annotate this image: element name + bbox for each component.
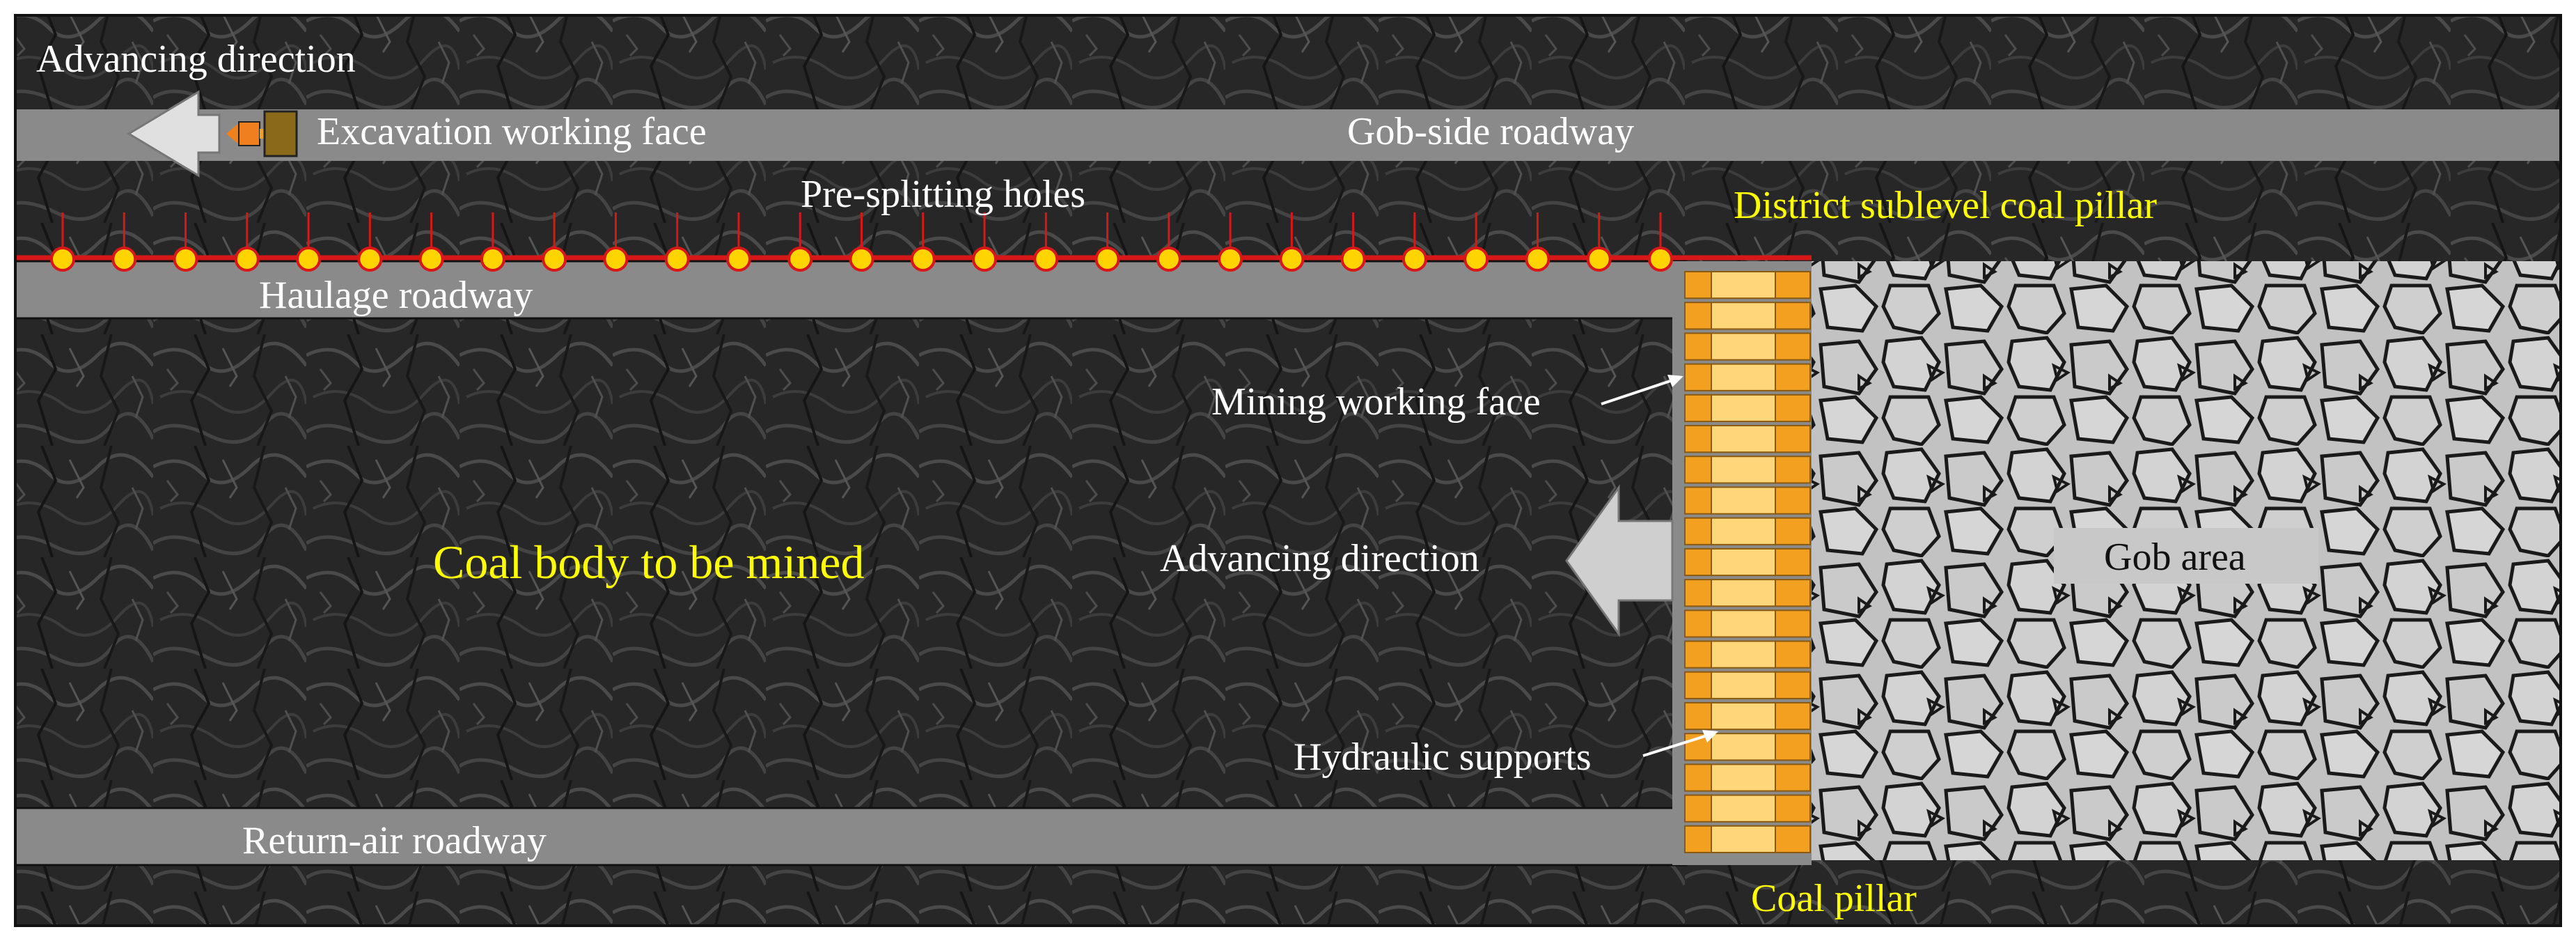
pre-splitting-hole [1648,212,1673,272]
pre-splitting-hole [418,212,444,272]
pre-splitting-holes-label: Pre-splitting holes [801,173,1085,216]
gob-area-label-box [2054,528,2318,584]
return-air-roadway-label: Return-air roadway [242,819,547,862]
pre-splitting-hole [787,212,813,272]
gob-side-roadway [15,109,2561,161]
hydraulic-support [1684,425,1811,453]
pre-splitting-hole [1586,212,1612,272]
pre-splitting-hole [1094,212,1120,272]
pre-splitting-hole [173,212,198,272]
pre-splitting-hole [603,212,629,272]
hydraulic-support [1684,394,1811,423]
hydraulic-support [1684,794,1811,823]
pre-splitting-hole [1525,212,1550,272]
hydraulic-support [1684,517,1811,545]
pre-splitting-hole [1033,212,1059,272]
mining-face-leader-arrowhead [1667,375,1683,387]
middle-left-arrow-icon [1565,484,1674,637]
hydraulic-supports-label: Hydraulic supports [1294,736,1592,779]
hydraulic-support [1684,332,1811,361]
pre-splitting-hole [1218,212,1243,272]
hydraulic-supports-group [1684,271,1811,853]
hydraulic-support [1684,733,1811,761]
pre-splitting-hole [664,212,690,272]
advancing-direction-top-label: Advancing direction [36,38,356,81]
haulage-roadway [14,260,1688,320]
gob-area-label: Gob area [2104,536,2246,579]
pre-splitting-hole [910,212,936,272]
left-arrow-icon [127,90,221,178]
pre-splitting-hole [1279,212,1305,272]
hydraulic-support [1684,763,1811,792]
hydraulic-support [1684,579,1811,607]
pre-splitting-hole [480,212,505,272]
hydraulic-supports-leader [1642,733,1710,757]
hydraulic-supports-leader-arrowhead [1702,730,1718,742]
pre-splitting-hole [296,212,322,272]
hydraulic-support [1684,486,1811,515]
pre-splitting-hole [357,212,383,272]
pre-splitting-hole [725,212,751,272]
pre-splitting-hole [849,212,874,272]
advancing-direction-middle-label: Advancing direction [1160,537,1479,580]
diagram-frame [14,14,2562,927]
pre-splitting-holes-group [50,212,1673,272]
pre-splitting-hole [111,212,137,272]
pre-splitting-hole [50,212,75,272]
hydraulic-support [1684,547,1811,577]
pre-splitting-hole [1401,212,1427,272]
hydraulic-support [1684,609,1811,638]
mining-face-leader [1601,378,1675,405]
pre-splitting-hole [1340,212,1366,272]
excavator-icon [226,110,298,157]
hydraulic-support [1684,701,1811,731]
pre-splitting-hole [1156,212,1181,272]
district-sublevel-coal-pillar-label: District sublevel coal pillar [1734,184,2157,227]
haulage-roadway-label: Haulage roadway [259,274,533,317]
mining-working-face-label: Mining working face [1211,380,1541,423]
pre-splitting-hole [1463,212,1489,272]
gob-side-roadway-label: Gob-side roadway [1347,110,1634,153]
hydraulic-support [1684,271,1811,300]
hydraulic-support [1684,302,1811,330]
excavation-working-face-label: Excavation working face [317,110,707,153]
hydraulic-support [1684,456,1811,484]
coal-body-label: Coal body to be mined [433,536,864,589]
pre-splitting-hole [234,212,260,272]
hydraulic-support [1684,671,1811,699]
pre-splitting-hole [972,212,998,272]
hydraulic-support [1684,825,1811,853]
hydraulic-support [1684,640,1811,669]
hydraulic-support [1684,363,1811,391]
pre-splitting-hole [542,212,567,272]
coal-pillar-label: Coal pillar [1751,877,1917,920]
